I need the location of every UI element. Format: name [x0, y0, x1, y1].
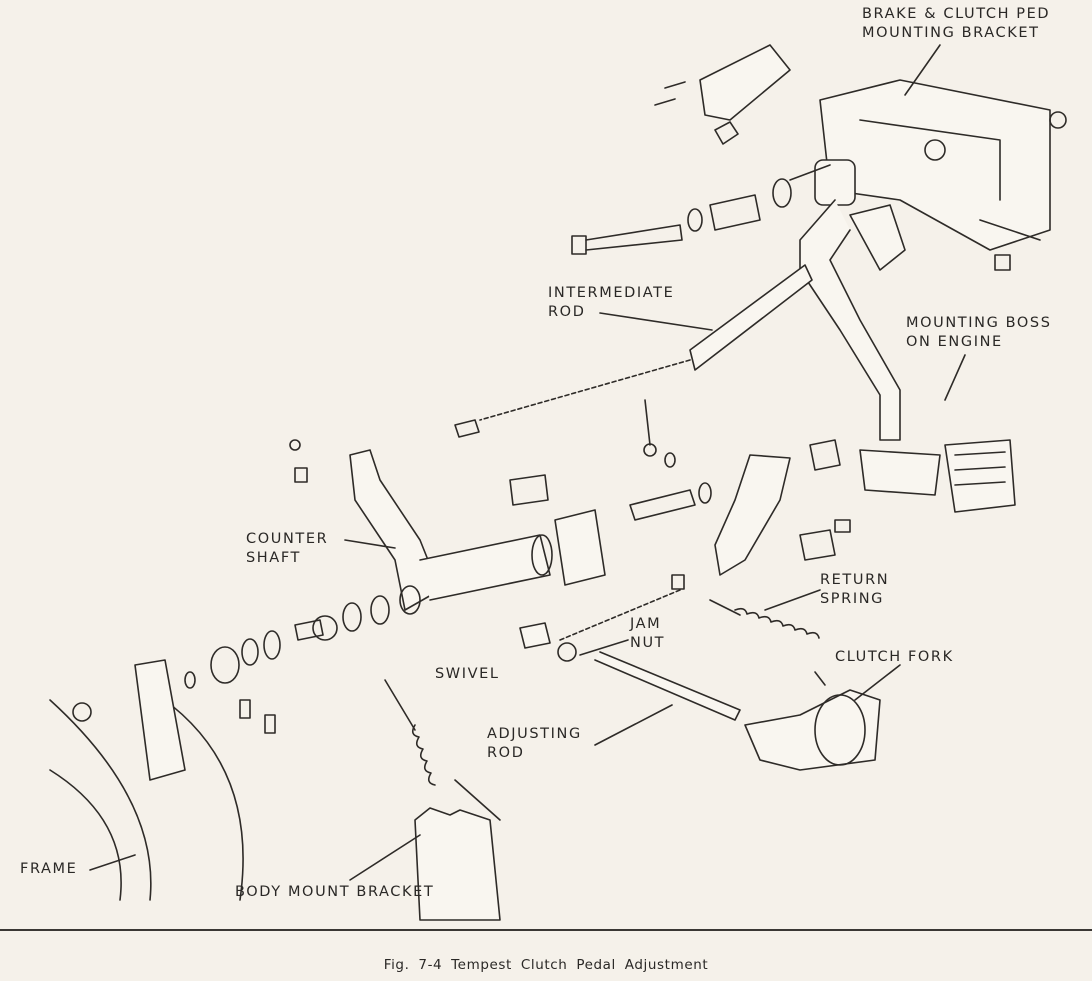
label-brake-clutch-bracket: BRAKE & CLUTCH PED MOUNTING BRACKET [862, 5, 1050, 43]
frame [49, 659, 276, 901]
label-line: MOUNTING BRACKET [862, 25, 1040, 41]
label-line: ROD [487, 745, 525, 761]
clutch-pedal [654, 44, 1016, 513]
label-line: COUNTER [246, 531, 329, 547]
clutch-linkage-exploded-diagram [49, 44, 1067, 921]
label-line: BRAKE & CLUTCH PED [862, 6, 1051, 22]
label-line: RETURN [820, 572, 890, 588]
label-jam-nut: JAM NUT [630, 615, 665, 653]
label-frame: FRAME [20, 861, 78, 877]
pivot-bolt-assembly [571, 164, 831, 255]
body-mount-bracket [414, 807, 501, 921]
label-intermediate-rod: INTERMEDIATE ROD [548, 284, 674, 322]
label-return-spring: RETURN SPRING [820, 571, 889, 609]
return-spring [709, 599, 826, 686]
figure-caption: Fig. 7-4 Tempest Clutch Pedal Adjustment [383, 957, 709, 973]
label-line: ADJUSTING [487, 726, 582, 742]
caption-divider [0, 929, 1092, 931]
pedal-lever [509, 399, 851, 576]
label-line: JAM [630, 616, 662, 632]
label-line: ROD [548, 304, 586, 320]
label-body-mount-bracket: BODY MOUNT BRACKET [235, 884, 435, 900]
adjusting-rod [519, 574, 741, 721]
label-line: INTERMEDIATE [548, 285, 675, 301]
body-mount-spring [384, 679, 501, 821]
counter-shaft [184, 439, 606, 689]
leader-arrows [89, 44, 966, 881]
intermediate-rod [454, 264, 813, 438]
label-adjusting-rod: ADJUSTING ROD [487, 725, 582, 763]
clutch-fork [744, 689, 881, 771]
label-line: NUT [630, 635, 666, 651]
label-line: SPRING [820, 591, 884, 607]
label-clutch-fork: CLUTCH FORK [835, 649, 954, 665]
label-swivel: SWIVEL [435, 666, 500, 682]
label-line: SHAFT [246, 550, 301, 566]
label-mounting-boss: MOUNTING BOSS ON ENGINE [906, 314, 1052, 352]
label-line: MOUNTING BOSS [906, 315, 1052, 331]
label-line: ON ENGINE [906, 334, 1003, 350]
label-counter-shaft: COUNTER SHAFT [246, 530, 328, 568]
pedal-mounting-bracket [819, 79, 1067, 271]
